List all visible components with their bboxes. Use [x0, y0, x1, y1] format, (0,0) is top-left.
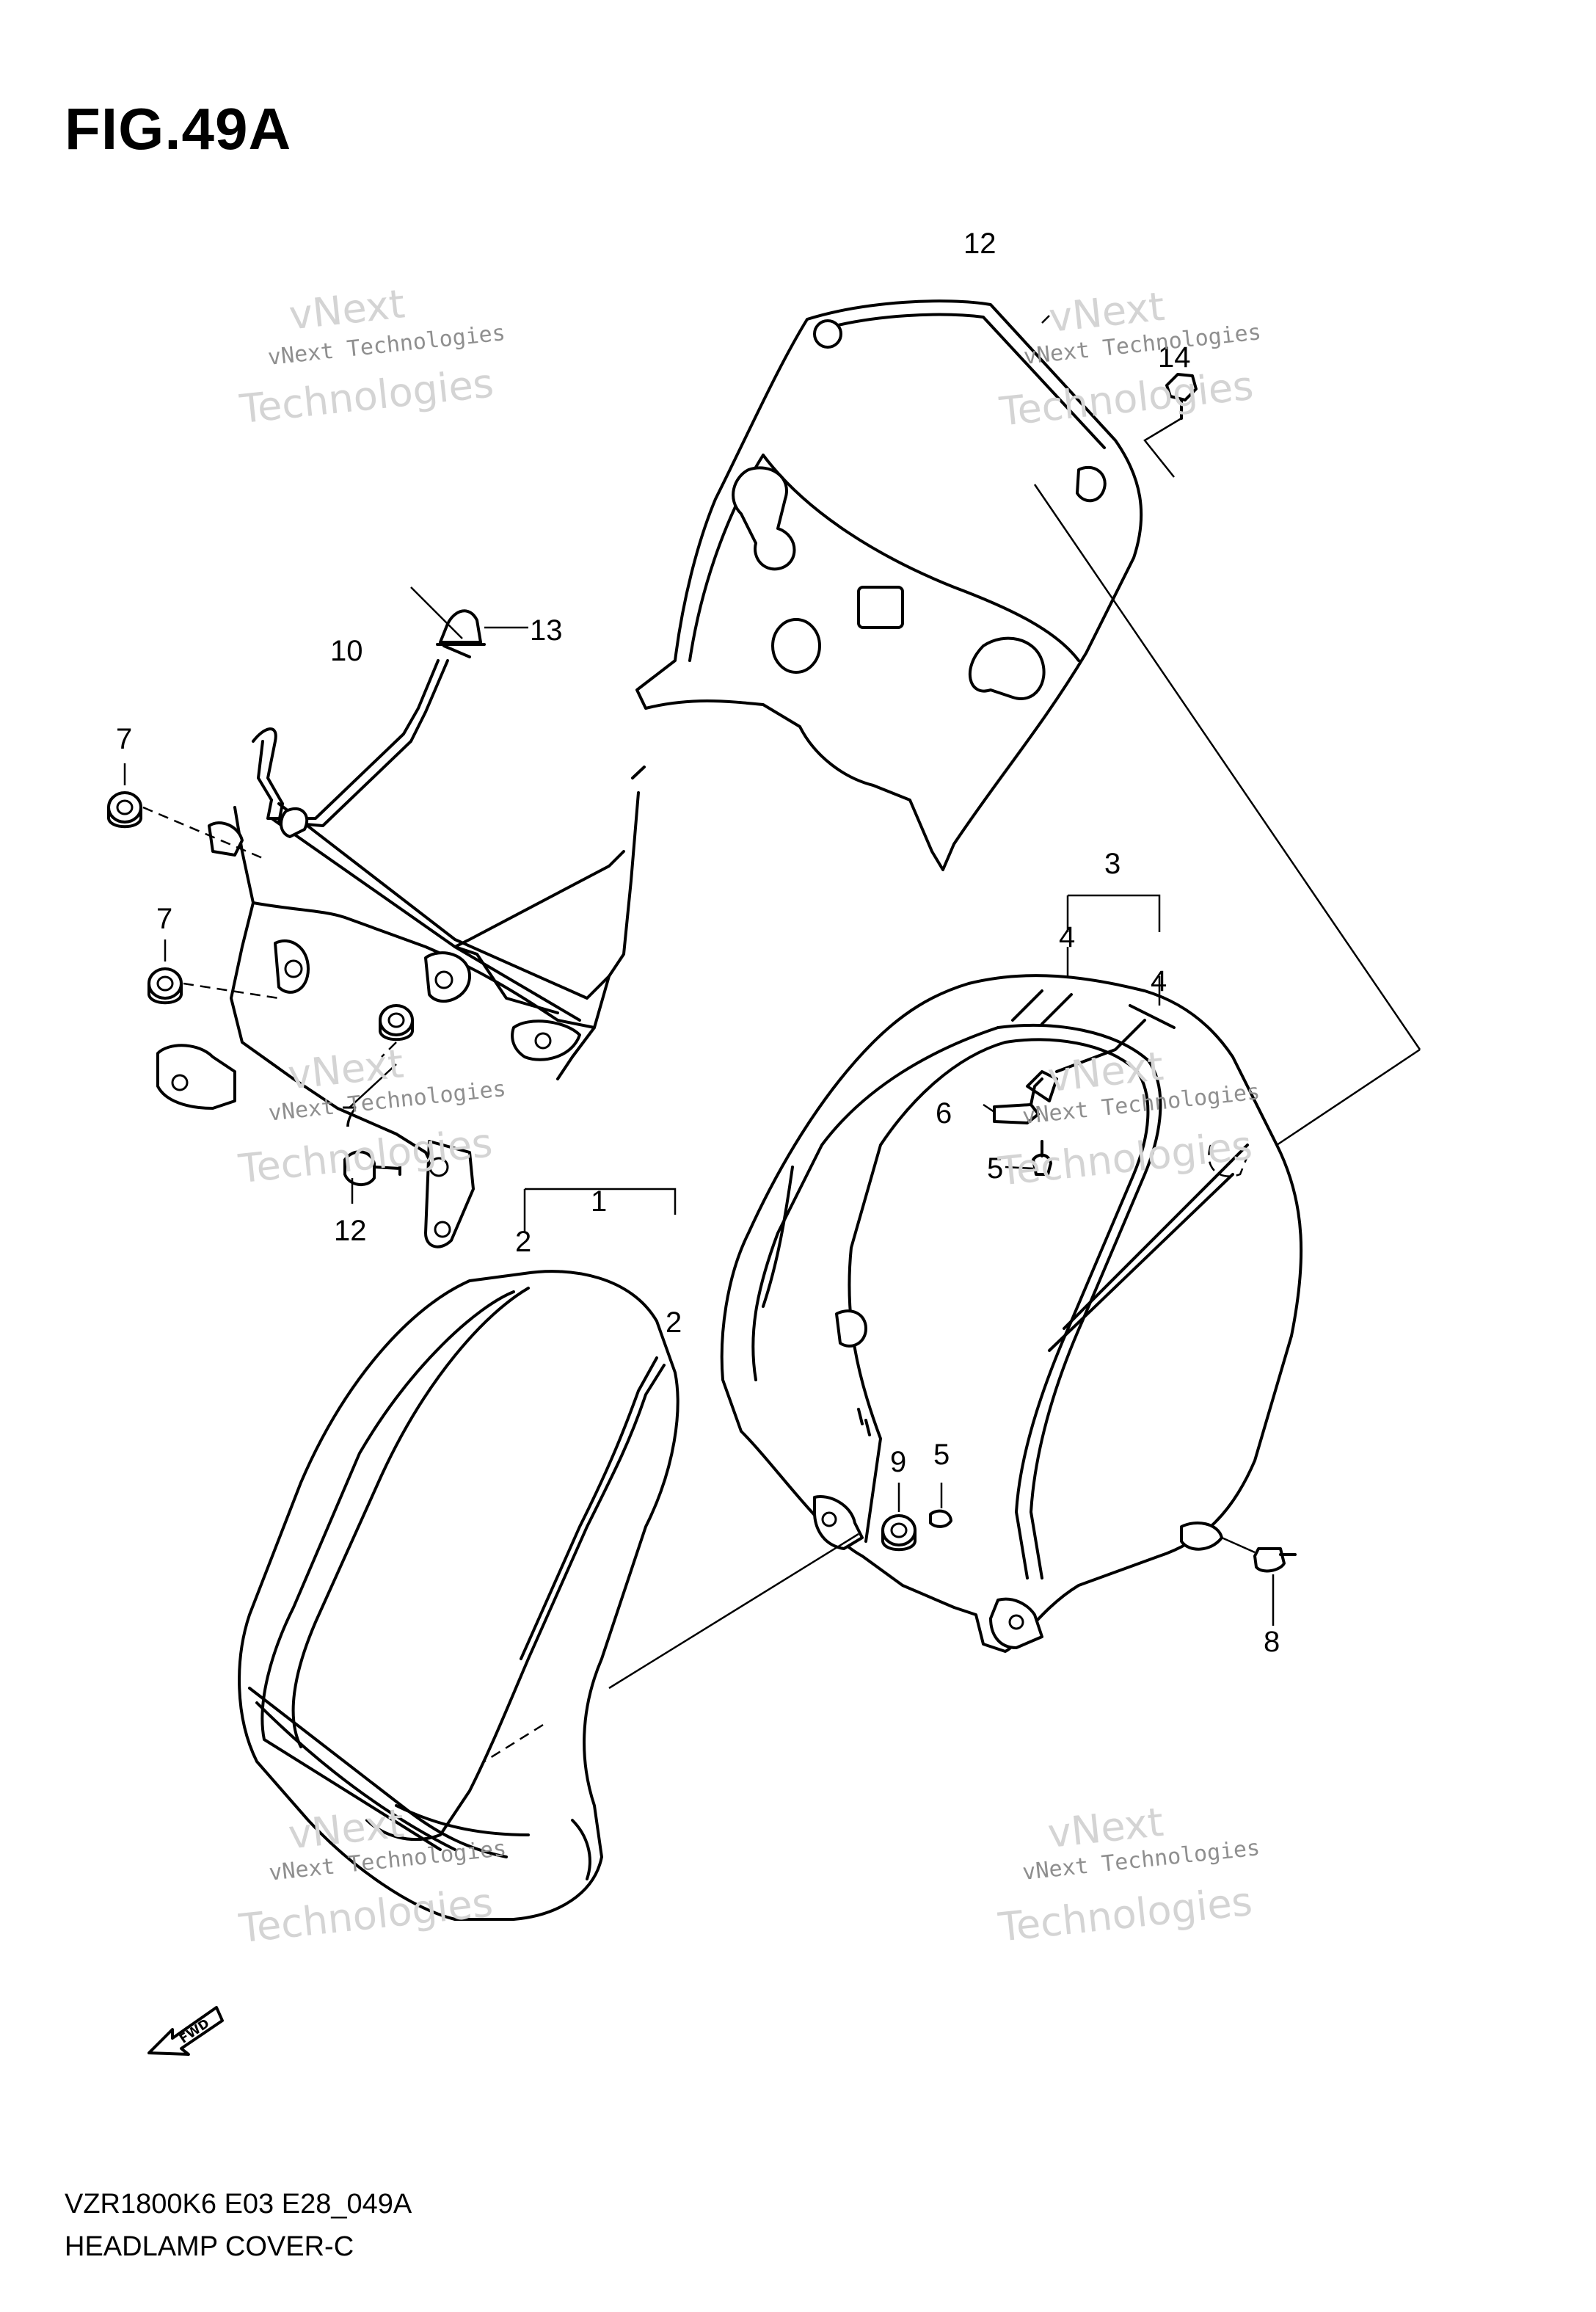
inner-panel-part-13 — [635, 299, 1143, 871]
watermark-top-left: vNext Technologies vNext Technologies — [237, 280, 506, 432]
callout-14: 14 — [1158, 341, 1191, 374]
svg-text:Technologies: Technologies — [236, 1879, 495, 1952]
callout-7-top: 7 — [116, 723, 132, 755]
figure-title: FIG.49A — [65, 96, 292, 161]
watermark-bottom-right: vNext Technologies vNext Technologies — [996, 1799, 1261, 1951]
callout-1: 1 — [591, 1185, 607, 1218]
fwd-arrow-icon: FWD — [147, 2006, 224, 2056]
grommets-part-7 — [107, 791, 414, 1042]
callout-8: 8 — [1264, 1626, 1280, 1658]
screw-part-5-upper — [1032, 1140, 1052, 1176]
callout-5-lower: 5 — [933, 1439, 950, 1471]
headlamp-cover-part-1 — [238, 1270, 679, 1921]
watermark-top-right: vNext Technologies vNext Technologies — [996, 283, 1262, 435]
model-code: VZR1800K6 E03 E28_049A — [65, 2189, 412, 2220]
svg-text:Technologies: Technologies — [996, 1878, 1255, 1951]
callout-7-mid: 7 — [156, 903, 172, 935]
bolt-part-8 — [1253, 1547, 1297, 1573]
svg-text:Technologies: Technologies — [237, 360, 496, 432]
callout-13: 12 — [963, 228, 996, 260]
callout-4-left: 4 — [1059, 921, 1075, 953]
callout-5-upper: 5 — [987, 1152, 1003, 1185]
svg-text:vNext: vNext — [287, 280, 407, 338]
callout-2-right: 2 — [666, 1306, 682, 1339]
outer-cover-part-3 — [720, 974, 1303, 1653]
bracket-part-10 — [156, 659, 646, 1248]
callouts: 12 14 13 10 7 7 7 12 1 2 2 3 4 4 6 5 9 5… — [116, 228, 1280, 1658]
grommet-part-9 — [881, 1514, 917, 1552]
watermark-mid-left: vNext Technologies vNext Technologies — [236, 1040, 507, 1192]
callout-12: 13 — [530, 614, 563, 647]
fwd-label: FWD — [177, 2016, 212, 2046]
grommet-part-12 — [436, 609, 486, 658]
callout-2-left: 2 — [515, 1226, 531, 1258]
fastener-part-14 — [1165, 373, 1198, 420]
callout-7-low: 7 — [341, 1101, 357, 1133]
screw-part-5-lower — [929, 1509, 952, 1528]
callout-10: 10 — [330, 635, 363, 667]
callout-6: 6 — [936, 1097, 952, 1130]
bracket-part-6 — [993, 1077, 1043, 1124]
callout-11: 12 — [334, 1215, 367, 1247]
figure-subtitle: HEADLAMP COVER-C — [65, 2231, 354, 2262]
callout-4-right: 4 — [1151, 965, 1167, 997]
leader-lines — [123, 315, 1421, 1763]
callout-3: 3 — [1104, 848, 1121, 880]
bolt-part-11 — [343, 1150, 401, 1186]
callout-9: 9 — [890, 1446, 906, 1478]
